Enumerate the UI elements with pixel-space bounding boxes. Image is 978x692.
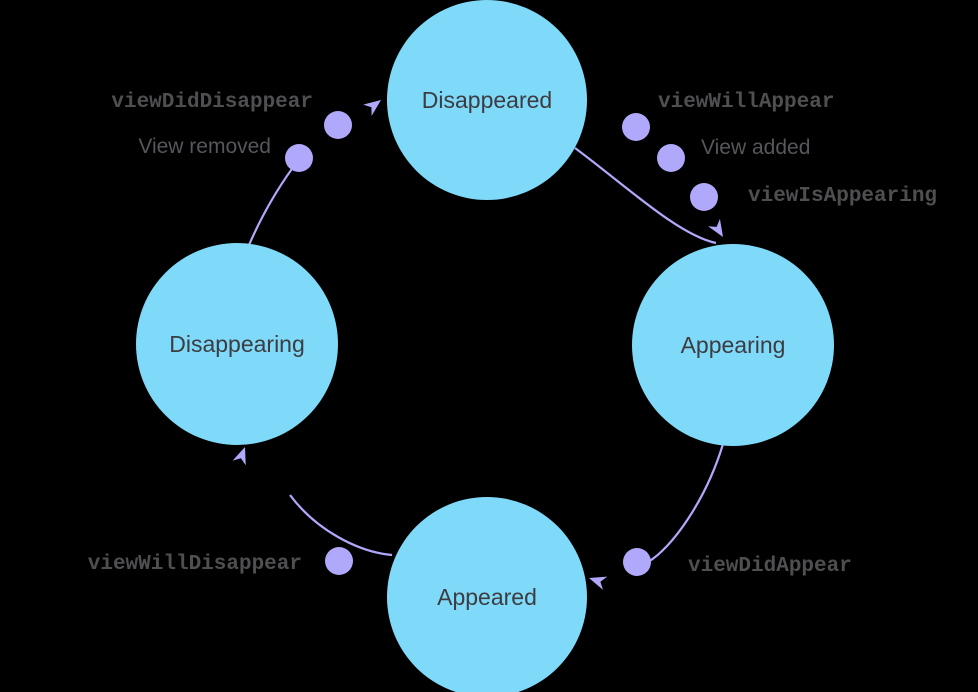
edge-arrowhead [232,447,246,466]
edge-disappeared-to-appearing [574,147,723,245]
edge-step-dot [325,547,353,575]
edge-arrowhead [708,218,723,237]
node-label: Appearing [681,332,786,358]
edge-curve [574,147,717,245]
node-appeared[interactable]: Appeared [387,497,587,692]
edge-step-dot [324,111,352,139]
node-label: Disappeared [422,87,552,113]
node-appearing[interactable]: Appearing [632,244,834,446]
edges-layer [232,100,725,590]
edge-curve [247,157,301,246]
node-disappeared[interactable]: Disappeared [387,0,587,200]
edge-curve [289,494,393,557]
edge-curve [647,443,725,563]
edge-note-label: View removed [138,135,271,158]
node-label: Appeared [437,584,537,610]
node-label: Disappearing [169,331,305,357]
edge-api-label: viewDidDisappear [111,91,313,114]
node-circle[interactable] [632,244,834,446]
node-circle[interactable] [387,497,587,692]
node-circle[interactable] [387,0,587,200]
edge-step-dot [623,548,651,576]
node-disappearing[interactable]: Disappearing [136,243,338,445]
edge-arrowhead [363,100,381,116]
node-circle[interactable] [136,243,338,445]
edge-arrowhead [589,576,608,590]
edge-api-label: viewIsAppearing [748,185,937,208]
edge-appearing-to-appeared [589,443,725,590]
edge-dots-layer [285,111,718,576]
edge-disappearing-to-disappeared [247,100,381,246]
edge-step-dot [690,183,718,211]
edge-step-dot [622,113,650,141]
edge-step-dot [657,144,685,172]
edge-api-label: viewDidAppear [688,555,852,578]
edge-note-label: View added [701,136,810,159]
edge-api-label: viewWillDisappear [88,553,302,576]
edge-appeared-to-disappearing [232,447,393,557]
edge-step-dot [285,144,313,172]
edge-api-label: viewWillAppear [658,91,834,114]
